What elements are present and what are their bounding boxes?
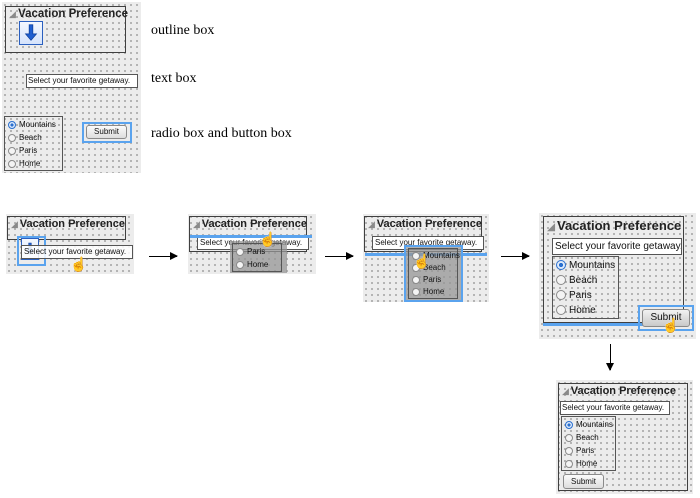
collapse-triangle-icon[interactable]: ◢ [9,9,17,19]
outline-title: ◢Vacation Preference [193,218,307,230]
radio-icon[interactable] [8,146,16,155]
flow-arrow [325,252,354,260]
radio-option[interactable]: Paris [556,289,592,302]
hand-cursor-icon: ☝ [413,253,431,269]
step5-submit-button[interactable]: Submit [563,474,604,489]
radio-option[interactable]: Home [565,458,597,469]
flow-arrow [149,252,178,260]
text-box-caption: text box [151,71,197,86]
radio-icon[interactable] [556,275,566,286]
radio-option[interactable]: Paris [8,145,37,156]
radio-option[interactable]: Home [556,304,596,317]
drop-indicator-line [543,323,684,326]
legend-text-box[interactable]: Select your favorite getaway. [26,74,138,88]
radio-option[interactable]: Mountains [565,419,613,430]
radio-option[interactable]: Mountains [8,119,56,130]
outline-title: ◢Vacation Preference [368,218,482,230]
radio-icon[interactable] [412,251,420,260]
outline-title: ◢Vacation Preference [11,218,125,230]
radio-icon[interactable] [565,433,573,442]
radio-icon[interactable] [556,305,566,316]
radio-selected-icon[interactable] [565,420,573,429]
collapse-triangle-icon[interactable]: ◢ [193,219,200,229]
download-arrow-icon [19,21,43,45]
radio-option[interactable]: Paris [565,445,594,456]
radio-icon[interactable] [412,275,420,284]
radio-option[interactable]: Beach [412,262,446,273]
hand-cursor-icon: ☝ [70,256,88,272]
collapse-triangle-icon[interactable]: ◢ [562,386,569,396]
hand-cursor-icon: ☝ [259,231,277,247]
radio-option[interactable]: Mountains [556,259,615,272]
radio-icon[interactable] [8,159,16,168]
outline-title: ◢Vacation Preference [562,385,676,397]
step2-radio-box: Paris Home [232,243,282,272]
radio-option[interactable]: Beach [565,432,599,443]
radio-option[interactable]: Mountains [412,250,460,261]
radio-icon[interactable] [236,247,244,256]
radio-option[interactable]: Home [8,158,40,169]
radio-option[interactable]: Beach [8,132,42,143]
step4-radio-box: Mountains Beach Paris Home [552,256,619,319]
hand-cursor-icon: ☝ [662,317,680,333]
radio-icon[interactable] [8,133,16,142]
button-box-selection [82,122,132,143]
radio-selected-icon[interactable] [8,120,16,129]
outline-title: ◢Vacation Preference [9,8,129,20]
outline-title: ◢Vacation Preference [547,218,682,233]
outline-box-caption: outline box [151,23,215,38]
step4-text-box[interactable]: Select your favorite getaway. [552,238,682,255]
radio-option[interactable]: Beach [556,274,597,287]
radio-selected-icon[interactable] [556,260,566,271]
step5-radio-box: Mountains Beach Paris Home [561,416,616,471]
legend-radio-box: Mountains Beach Paris Home [4,116,63,171]
radio-icon[interactable] [412,287,420,296]
step5-outline-box: ◢Vacation Preference [558,383,688,491]
radio-option[interactable]: Home [412,286,444,297]
collapse-triangle-icon[interactable]: ◢ [368,219,375,229]
step3-radio-box: Mountains Beach Paris Home [408,248,460,299]
collapse-triangle-icon[interactable]: ◢ [547,222,555,233]
legend-submit-button[interactable]: Submit [86,125,127,139]
step5-canvas [556,380,693,494]
step1-text-box[interactable]: Select your favorite getaway. [21,245,133,259]
radio-icon[interactable] [565,459,573,468]
flow-arrow [501,252,530,260]
drag-selection [404,245,463,302]
drop-indicator-line [190,235,312,238]
flow-arrow-down [606,344,614,371]
radio-icon[interactable] [236,260,244,269]
radio-icon[interactable] [412,263,420,272]
radio-icon[interactable] [565,446,573,455]
step4-submit-button[interactable]: Submit [642,309,690,327]
collapse-triangle-icon[interactable]: ◢ [11,219,18,229]
step4-outline-box: ◢Vacation Preference [543,216,684,323]
step5-text-box[interactable]: Select your favorite getaway. [560,401,670,415]
radio-option[interactable]: Paris [236,246,265,257]
radio-option[interactable]: Home [236,259,268,270]
legend-outline-box: ◢Vacation Preference [5,6,129,53]
drag-selection [638,305,694,331]
radio-button-caption: radio box and button box [151,126,292,141]
step1-outline-box: ◢Vacation Preference [7,216,126,240]
radio-option[interactable]: Paris [412,274,441,285]
radio-icon[interactable] [556,290,566,301]
